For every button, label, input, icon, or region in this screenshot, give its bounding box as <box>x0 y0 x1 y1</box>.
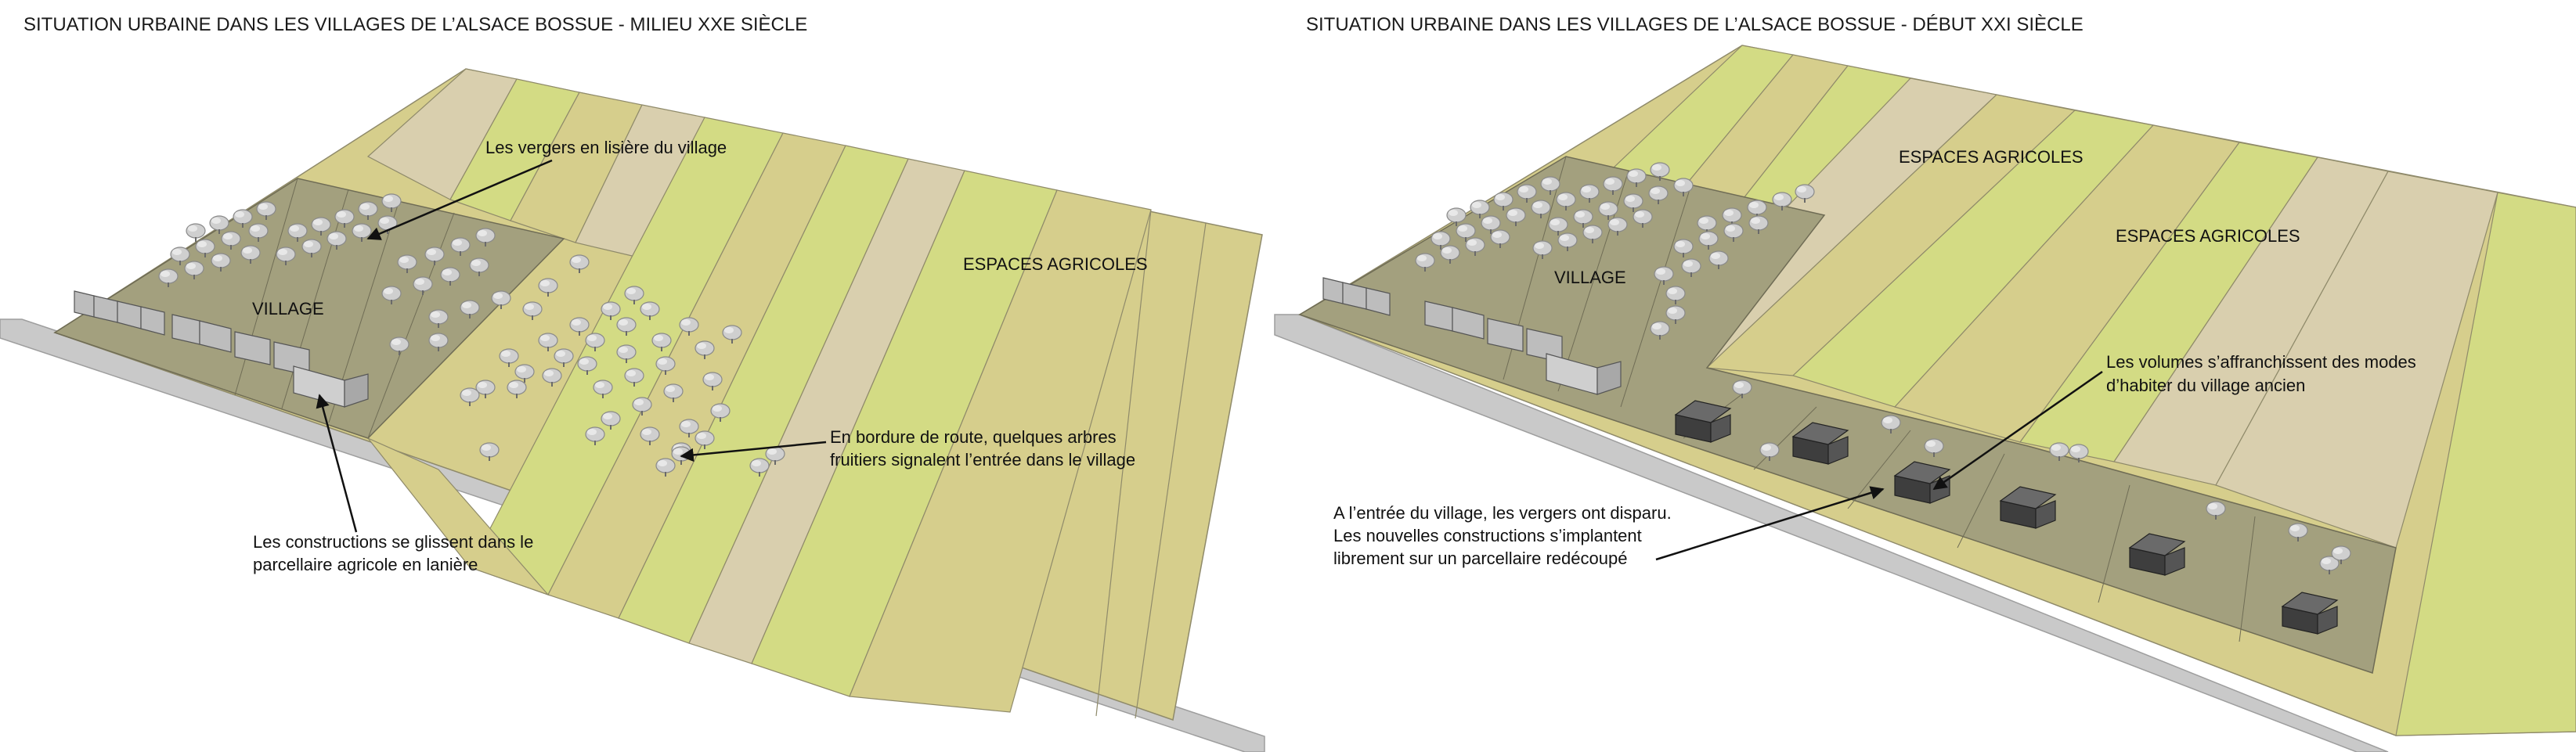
label-village: VILLAGE <box>252 299 324 318</box>
arrow-orchards <box>366 159 553 240</box>
village-ground-right <box>1298 156 2397 674</box>
arrow-volumes <box>1932 370 2103 491</box>
label-volumes: Les volumes s’affranchissent des modes d… <box>2106 352 2421 395</box>
arrow-entry <box>1655 486 1885 561</box>
new-houses <box>1674 400 2339 635</box>
village-houses <box>74 290 369 408</box>
field-strips-right <box>1611 45 2576 736</box>
village-houses-right <box>1322 277 1622 395</box>
road-right <box>1274 314 2389 752</box>
label-village-right: VILLAGE <box>1554 268 1626 287</box>
arrow-roadside-trees <box>680 441 827 462</box>
left-panel-title: SITUATION URBAINE DANS LES VILLAGES DE L… <box>23 14 808 35</box>
label-entry: A l’entrée du village, les vergers ont d… <box>1333 503 1676 568</box>
label-fields-right-2: ESPACES AGRICOLES <box>2116 226 2300 246</box>
label-fields-right-1: ESPACES AGRICOLES <box>1899 147 2084 167</box>
label-roadside-trees: En bordure de route, quelques arbres fru… <box>830 427 1135 470</box>
right-panel-title: SITUATION URBAINE DANS LES VILLAGES DE L… <box>1306 14 2084 35</box>
arrow-constructions <box>316 394 358 533</box>
label-orchards: Les vergers en lisière du village <box>485 138 727 157</box>
label-constructions: Les constructions se glissent dans le pa… <box>253 532 538 574</box>
field-strips <box>366 68 1207 719</box>
right-diagram: VILLAGE ESPACES AGRICOLES ESPACES AGRICO… <box>1274 45 2576 752</box>
label-fields: ESPACES AGRICOLES <box>963 254 1148 274</box>
left-diagram: Les vergers en lisière du village VILLAG… <box>0 68 1265 752</box>
